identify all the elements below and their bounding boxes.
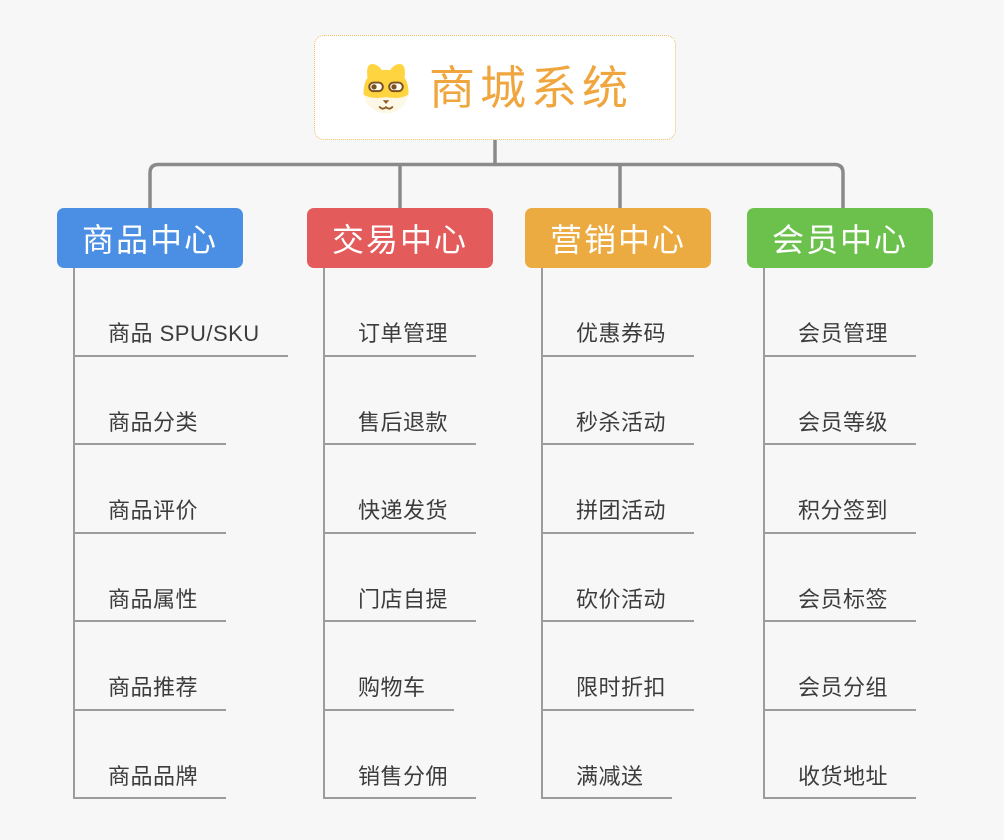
leaf-item: 会员分组: [765, 622, 917, 711]
leaf-label[interactable]: 商品推荐: [75, 675, 227, 711]
leaf-item: 拼团活动: [543, 445, 695, 534]
leaf-item: 收货地址: [765, 711, 917, 799]
leaf-item: 售后退款: [325, 357, 477, 445]
branch-member-center: 会员中心 会员管理 会员等级 积分签到 会员标签 会员分组 收货地址: [747, 208, 933, 799]
leaf-item: 会员管理: [765, 268, 917, 357]
leaf-label[interactable]: 限时折扣: [543, 675, 695, 711]
leaf-item: 门店自提: [325, 534, 477, 622]
leaf-item: 秒杀活动: [543, 357, 695, 445]
leaf-item: 商品评价: [75, 445, 288, 534]
leaf-item: 商品推荐: [75, 622, 288, 711]
leaf-item: 订单管理: [325, 268, 477, 357]
leaf-label[interactable]: 商品分类: [75, 410, 227, 445]
leaf-item: 购物车: [325, 622, 476, 711]
leaf-item: 限时折扣: [543, 622, 695, 711]
branch-label: 会员中心: [771, 222, 908, 258]
leaf-label[interactable]: 积分签到: [765, 498, 917, 534]
branch-children-product: 商品 SPU/SKU 商品分类 商品评价 商品属性 商品推荐 商品品牌: [73, 268, 288, 799]
leaf-label[interactable]: 会员标签: [765, 587, 917, 622]
connector-bus: [148, 162, 845, 212]
branch-trade-center: 交易中心 订单管理 售后退款 快递发货 门店自提 购物车 销售分佣: [307, 208, 493, 799]
leaf-item: 销售分佣: [325, 711, 477, 799]
leaf-label[interactable]: 满减送: [543, 764, 672, 799]
leaf-item: 会员等级: [765, 357, 917, 445]
leaf-item: 快递发货: [325, 445, 477, 534]
branch-children-marketing: 优惠券码 秒杀活动 拼团活动 砍价活动 限时折扣 满减送: [541, 268, 695, 799]
leaf-item: 优惠券码: [543, 268, 695, 357]
leaf-label[interactable]: 购物车: [325, 675, 454, 711]
leaf-item: 商品 SPU/SKU: [75, 268, 288, 357]
branch-product-center: 商品中心 商品 SPU/SKU 商品分类 商品评价 商品属性 商品推荐 商品品牌: [57, 208, 288, 799]
branch-node-marketing-center[interactable]: 营销中心: [525, 208, 711, 268]
leaf-item: 商品分类: [75, 357, 288, 445]
leaf-item: 砍价活动: [543, 534, 695, 622]
leaf-item: 商品品牌: [75, 711, 288, 799]
leaf-label[interactable]: 快递发货: [325, 498, 477, 534]
leaf-label[interactable]: 销售分佣: [325, 764, 477, 799]
leaf-label[interactable]: 会员等级: [765, 410, 917, 445]
leaf-label[interactable]: 秒杀活动: [543, 410, 695, 445]
root-node[interactable]: 商城系统: [314, 35, 676, 140]
branch-node-product-center[interactable]: 商品中心: [57, 208, 243, 268]
leaf-label[interactable]: 商品评价: [75, 498, 227, 534]
branch-children-trade: 订单管理 售后退款 快递发货 门店自提 购物车 销售分佣: [323, 268, 477, 799]
leaf-label[interactable]: 商品属性: [75, 587, 227, 622]
leaf-label[interactable]: 砍价活动: [543, 587, 695, 622]
branch-label: 营销中心: [549, 222, 686, 258]
branch-marketing-center: 营销中心 优惠券码 秒杀活动 拼团活动 砍价活动 限时折扣 满减送: [525, 208, 711, 799]
leaf-item: 会员标签: [765, 534, 917, 622]
dog-face-icon: [357, 58, 415, 118]
root-title: 商城系统: [429, 61, 633, 114]
branch-node-trade-center[interactable]: 交易中心: [307, 208, 493, 268]
branch-node-member-center[interactable]: 会员中心: [747, 208, 933, 268]
leaf-label[interactable]: 优惠券码: [543, 321, 695, 357]
leaf-item: 积分签到: [765, 445, 917, 534]
leaf-label[interactable]: 收货地址: [765, 764, 917, 799]
leaf-label[interactable]: 拼团活动: [543, 498, 695, 534]
branch-label: 交易中心: [331, 222, 468, 258]
leaf-item: 商品属性: [75, 534, 288, 622]
leaf-label[interactable]: 售后退款: [325, 410, 477, 445]
leaf-label[interactable]: 门店自提: [325, 587, 477, 622]
leaf-label[interactable]: 商品 SPU/SKU: [75, 321, 288, 357]
leaf-label[interactable]: 会员分组: [765, 675, 917, 711]
branch-children-member: 会员管理 会员等级 积分签到 会员标签 会员分组 收货地址: [763, 268, 917, 799]
leaf-item: 满减送: [543, 711, 694, 799]
leaf-label[interactable]: 会员管理: [765, 321, 917, 357]
leaf-label[interactable]: 商品品牌: [75, 764, 227, 799]
leaf-label[interactable]: 订单管理: [325, 321, 477, 357]
branch-label: 商品中心: [81, 222, 218, 258]
